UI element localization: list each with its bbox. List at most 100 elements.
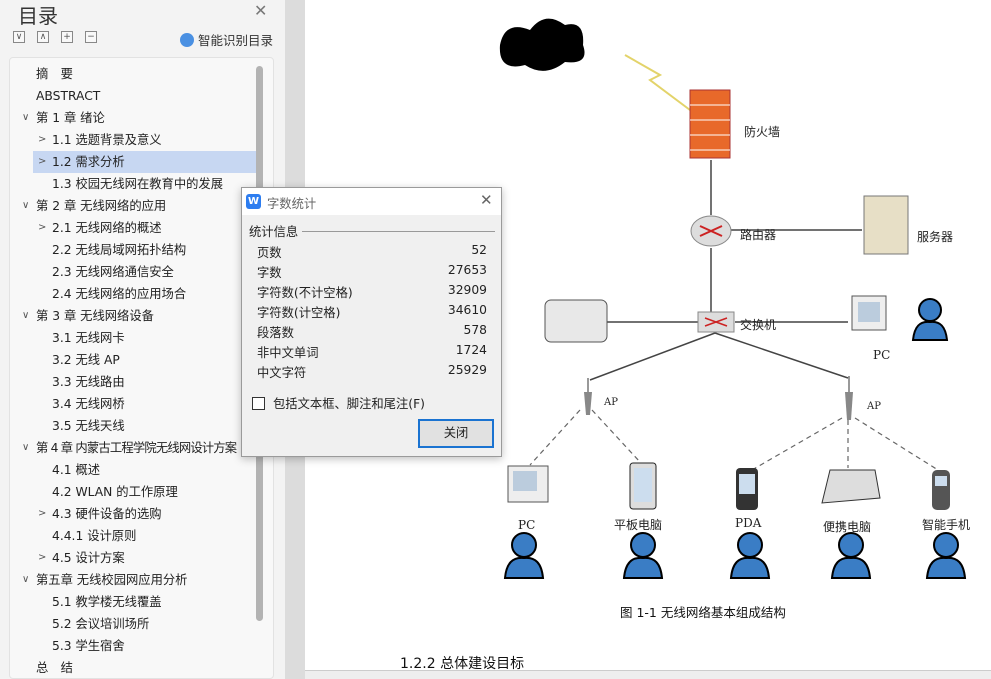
chevron-down-icon[interactable]: ∨ [22,200,30,211]
device-label: PDA [735,516,762,530]
toc-item[interactable]: 2.2 无线局域网拓扑结构 [10,239,255,261]
toc-item[interactable]: 摘 要 [10,63,255,85]
dialog-titlebar[interactable]: W 字数统计 ✕ [242,188,501,215]
section-heading: 1.2.2 总体建设目标 [400,656,525,672]
toc-item[interactable]: 3.2 无线 AP [10,349,255,371]
toc-item-label: 3.3 无线路由 [52,375,125,389]
toc-item[interactable]: 3.3 无线路由 [10,371,255,393]
toc-item-label: 第 4 章 内蒙古工程学院无线网设计方案 [36,441,237,455]
toc-item[interactable]: 4.4.1 设计原则 [10,525,255,547]
toc-item-label: 1.1 选题背景及意义 [52,133,162,147]
stat-value: 32909 [447,283,487,297]
ap-right-icon [845,376,853,420]
ap-left-label: AP [604,397,618,408]
toc-item-label: 第 3 章 无线网络设备 [36,309,154,323]
expand-up-icon[interactable]: ∧ [37,31,49,43]
stat-value: 25929 [447,363,487,377]
toc-item[interactable]: ∨ 第五章 无线校园网应用分析 [10,569,255,591]
chevron-right-icon[interactable]: > [38,156,47,167]
toc-item-label: 第五章 无线校园网应用分析 [36,573,188,587]
close-button[interactable]: 关闭 [418,419,494,448]
toc-item-label: 4.2 WLAN 的工作原理 [52,485,178,499]
device-label: 智能手机 [922,518,971,532]
toc-item[interactable]: 5.3 学生宿舍 [10,635,255,657]
chevron-down-icon[interactable]: ∨ [22,574,30,585]
internet-cloud-icon [499,18,585,71]
stat-row: 字符数(计空格)34610 [257,303,487,321]
stat-label: 非中文单词 [257,346,319,360]
user-icon [830,532,872,579]
toc-item[interactable]: ∨ 第 3 章 无线网络设备 [10,305,255,327]
user-icon [925,532,967,579]
toc-item-label: 1.2 需求分析 [52,155,125,169]
stat-row: 字符数(不计空格)32909 [257,283,487,301]
toc-item[interactable]: 4.1 概述 [10,459,255,481]
chevron-down-icon[interactable]: ∨ [22,112,30,123]
toc-item[interactable]: >2.1 无线网络的概述 [10,217,255,239]
toc-item[interactable]: >1.2 需求分析 [33,151,256,173]
chevron-right-icon[interactable]: > [38,222,47,233]
checkbox-label: 包括文本框、脚注和尾注(F) [273,397,425,411]
chevron-right-icon[interactable]: > [38,552,47,563]
toc-item[interactable]: 2.4 无线网络的应用场合 [10,283,255,305]
toc-item[interactable]: 2.3 无线网络通信安全 [10,261,255,283]
collapse-all-icon[interactable]: ∨ [13,31,25,43]
include-textbox-checkbox[interactable]: 包括文本框、脚注和尾注(F) [252,394,425,412]
stat-row: 中文字符 25929 [257,363,487,381]
toc-item[interactable]: ABSTRACT [10,85,255,107]
toc-item[interactable]: ∨ 第 2 章 无线网络的应用 [10,195,255,217]
toc-item[interactable]: 4.2 WLAN 的工作原理 [10,481,255,503]
toc-item[interactable]: 3.4 无线网桥 [10,393,255,415]
stat-label: 字数 [257,266,282,280]
toc-item[interactable]: 1.3 校园无线网在教育中的发展 [10,173,255,195]
toc-item[interactable]: >4.5 设计方案 [10,547,255,569]
add-level-icon[interactable]: + [61,31,73,43]
stat-label: 中文字符 [257,366,307,380]
chevron-down-icon[interactable]: ∨ [22,310,30,321]
toc-item[interactable]: 3.5 无线天线 [10,415,255,437]
pc-top-label: PC [873,348,891,362]
toc-item[interactable]: ∨ 第 1 章 绪论 [10,107,255,129]
toc-item[interactable]: 3.1 无线网卡 [10,327,255,349]
router-label: 路由器 [740,228,777,242]
server-icon [863,195,909,255]
close-icon[interactable]: ✕ [254,1,268,20]
checkbox-box[interactable] [252,396,265,410]
toc-item-label: 第 2 章 无线网络的应用 [36,199,167,213]
wps-logo-icon: W [246,194,261,209]
close-icon[interactable]: ✕ [480,191,493,209]
toc-item-label: 2.3 无线网络通信安全 [52,265,174,279]
stat-value: 52 [471,243,487,257]
stat-label: 字符数(计空格) [257,306,341,320]
toc-item[interactable]: >1.1 选题背景及意义 [10,129,255,151]
toc-item[interactable]: 5.2 会议培训场所 [10,613,255,635]
user-icon [503,532,545,579]
chevron-right-icon[interactable]: > [38,134,47,145]
smart-toc-button[interactable]: 智能识别目录 [180,30,273,49]
toc-item-label: 2.4 无线网络的应用场合 [52,287,187,301]
group-label: 统计信息 [249,225,299,239]
toc-item[interactable]: 总 结 [10,657,255,678]
stat-value: 27653 [447,263,487,277]
toc-item[interactable]: ∨ 第 4 章 内蒙古工程学院无线网设计方案 [10,437,255,459]
laptop-icon [821,469,881,504]
toc-item-label: 5.3 学生宿舍 [52,639,125,653]
chevron-down-icon[interactable]: ∨ [22,442,30,453]
horizontal-scrollbar[interactable] [305,670,991,679]
remove-level-icon[interactable]: − [85,31,97,43]
chevron-right-icon[interactable]: > [38,508,47,519]
toc-item[interactable]: >4.3 硬件设备的选购 [10,503,255,525]
user-icon [729,532,771,579]
figure-caption: 图 1-1 无线网络基本组成结构 [620,605,786,620]
toc-item-label: 总 结 [36,661,73,675]
toc-item-label: 第 1 章 绪论 [36,111,105,125]
toc-item-label: ABSTRACT [36,89,101,103]
toc-item-label: 4.4.1 设计原则 [52,529,137,543]
dialog-title: 字数统计 [267,197,317,211]
toc-item[interactable]: 5.1 教学楼无线覆盖 [10,591,255,613]
switch-label: 交换机 [740,318,777,332]
toc-item-label: 2.2 无线局域网拓扑结构 [52,243,187,257]
